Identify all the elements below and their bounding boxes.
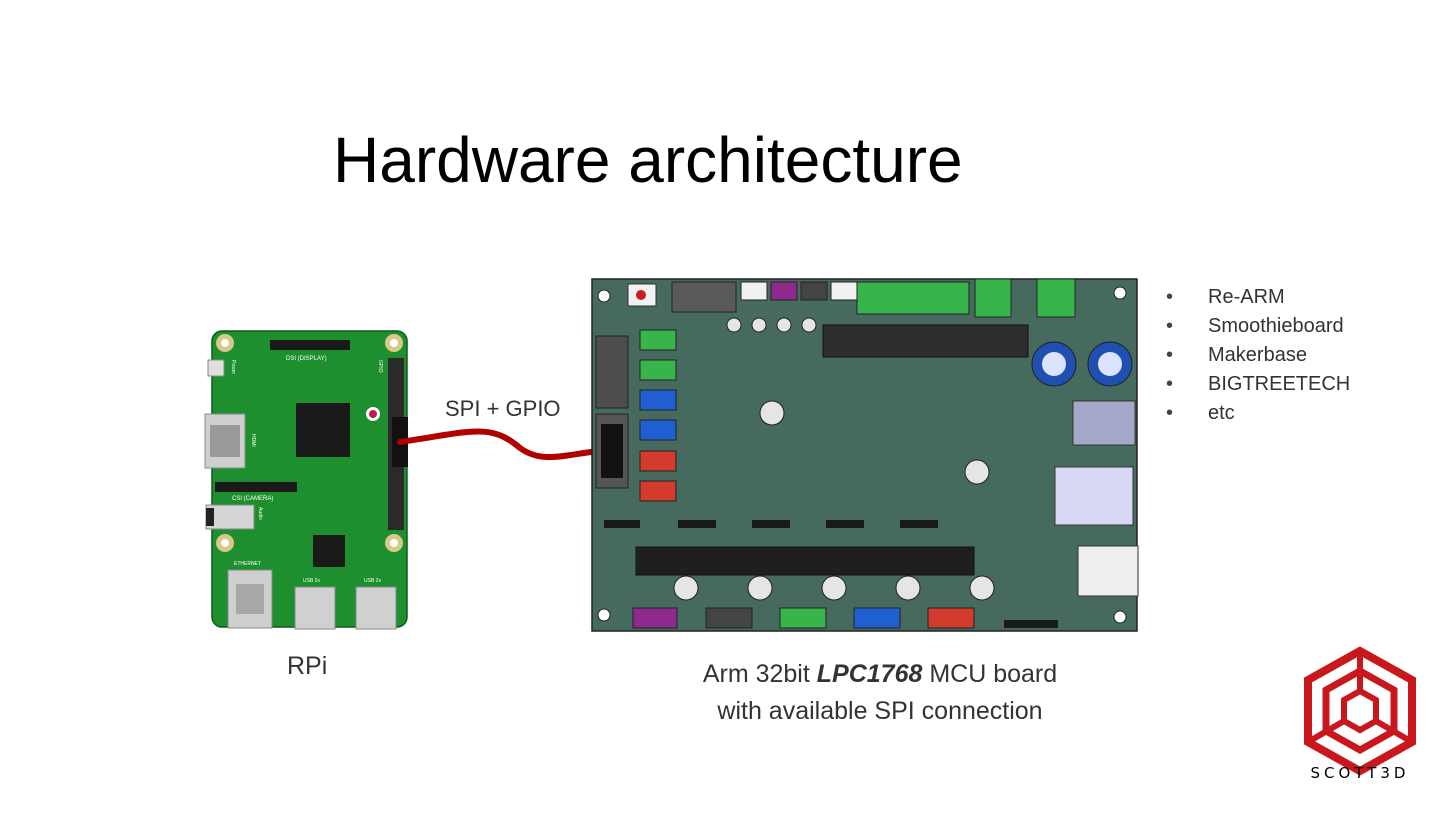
rpi-usb-port-1 [294,586,336,630]
logo-text: SCOTT3D [1310,764,1410,782]
mcu-caption: Arm 32bit LPC1768 MCU board with availab… [660,656,1100,730]
board-list-item: Makerbase [1166,344,1350,373]
mcu-driver-rail [635,546,975,576]
rpi-dsi-connector [270,340,350,350]
rpi-ethernet-silk: ETHERNET [234,561,261,567]
mcu-terminal-block [856,281,970,315]
mcu-caption-line2: with available SPI connection [717,697,1043,725]
rpi-gpio-silk: GPIO [377,360,383,373]
rpi-usb-port-2 [355,586,397,630]
board-list-item: Smoothieboard [1166,315,1350,344]
mcu-heatsink [822,324,1029,358]
mcu-caption-prefix: Arm 32bit [702,660,817,688]
rpi-soc-chip [296,403,350,457]
scott3d-logo-icon [1304,646,1416,776]
rpi-hdmi-silk: HDMI [250,434,256,447]
mcu-caption-line1: Arm 32bit LPC1768 MCU board [660,656,1100,693]
rpi-board: DSI (DISPLAY) Power HDMI CSI (CAMERA) Au… [204,330,408,630]
board-list-item: BIGTREETECH [1166,373,1350,402]
rpi-usb1-silk: USB 2x [303,578,320,584]
rpi-caption: RPi [287,652,328,680]
mcu-sd-slot [1077,545,1139,597]
spi-gpio-label: SPI + GPIO [445,396,561,421]
rpi-usb-chip [313,535,345,567]
cable-wire [397,428,615,461]
mcu-board [591,278,1139,632]
rpi-mounting-holes [216,334,403,552]
board-list-item: etc [1166,402,1350,431]
slide-title: Hardware architecture [333,124,963,196]
rpi-power-port [207,359,225,377]
rpi-power-silk: Power [230,360,236,375]
raspberry-logo-icon [366,407,380,421]
rpi-usb2-silk: USB 2x [364,578,381,584]
rpi-audio-silk: Audio [257,507,263,520]
mcu-top-header [671,281,737,313]
spi-gpio-cable [392,417,615,467]
rpi-dsi-silk: DSI (DISPLAY) [286,356,327,362]
compatible-boards-list: Re-ARM Smoothieboard Makerbase BIGTREETE… [1166,286,1350,431]
mcu-caption-suffix: MCU board [922,660,1058,688]
rpi-csi-silk: CSI (CAMERA) [232,496,273,502]
board-list-item: Re-ARM [1166,286,1350,315]
rpi-csi-connector [215,482,297,492]
mcu-caption-chip: LPC1768 [816,660,923,688]
